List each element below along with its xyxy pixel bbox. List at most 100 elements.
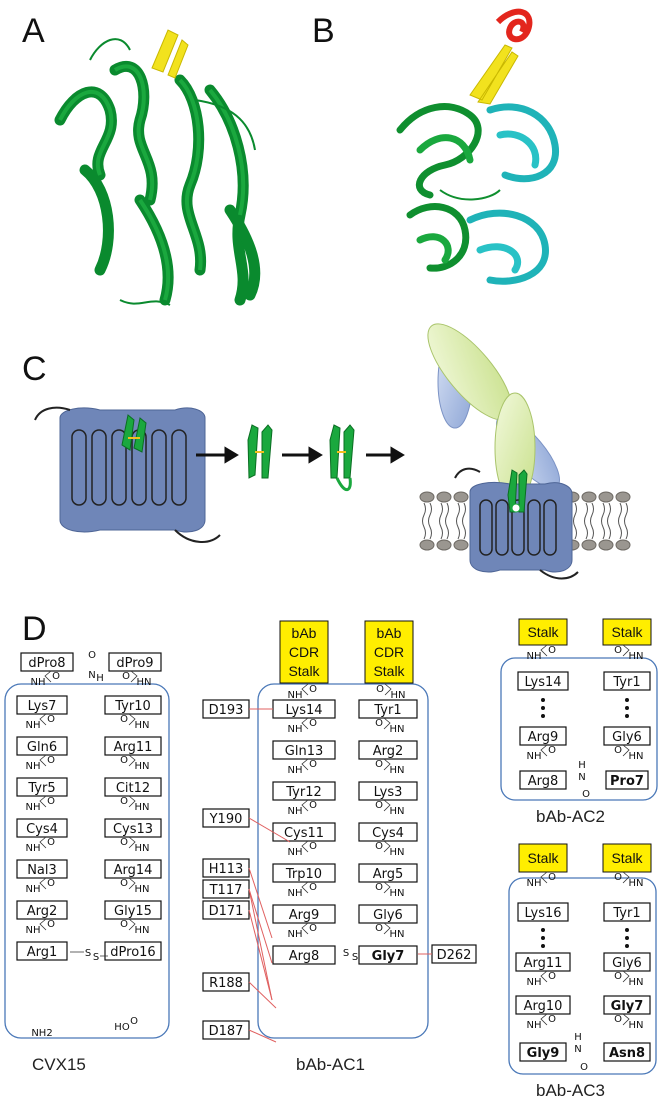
cvx15-res-cys4-box [16, 818, 68, 838]
oxygen-label: O [309, 923, 317, 934]
ac1-res-gly7-box [358, 945, 418, 965]
cdr-stalk-label: bAb [377, 625, 402, 641]
cvx15-res-tyr5-box [16, 777, 68, 797]
disulfide-s1: S [85, 948, 91, 959]
amide-label: NH [527, 878, 542, 889]
contact-line [248, 909, 273, 1001]
amide-h-label: H [574, 1032, 582, 1043]
ac1-res-arg2-box [358, 740, 418, 760]
ac3-res-lys16-box [517, 902, 569, 922]
stalk-box-1 [518, 618, 568, 646]
oxygen-label: O [375, 718, 383, 729]
cvx15-res-arg14-box [104, 859, 162, 879]
oxygen-label: O [47, 714, 55, 725]
amide-label: HN [135, 925, 150, 936]
contact-line [248, 888, 273, 1001]
oxygen-label: O [120, 714, 128, 725]
ac1-res-arg9-box [272, 904, 336, 924]
oxygen-label: O [309, 841, 317, 852]
amide-label: NH [527, 751, 542, 762]
amide-label: NH [26, 843, 41, 854]
cvx15-res-gln6: Gln6 [27, 740, 57, 755]
contact-line [248, 981, 277, 1009]
cvx15-res-tyr10-box [104, 695, 162, 715]
ac2-res-lys14-box [517, 671, 569, 691]
amide-label: NH [527, 651, 542, 662]
ac1-res-gly6: Gly6 [373, 908, 403, 923]
ac1-res-arg2: Arg2 [373, 744, 404, 759]
ac1-contact-d171: D171 [209, 904, 244, 919]
cvx15-res-dpro9: dPro9 [116, 656, 153, 671]
ac2-res-tyr1: Tyr1 [612, 675, 640, 690]
stalk-box-1 [518, 843, 568, 873]
amide-label: NH [527, 1020, 542, 1031]
amide-h-label: H [96, 673, 104, 684]
amide-label: HN [137, 677, 152, 688]
oxygen-label: O [47, 796, 55, 807]
ac1-res-tyr12-box [272, 781, 336, 801]
cvx15-res-gly15-box [104, 900, 162, 920]
ac3-res-tyr1: Tyr1 [612, 906, 640, 921]
ac3-res-arg10-box [515, 995, 571, 1015]
cvx15-res-dpro8: dPro8 [28, 656, 65, 671]
amide-label: NH [288, 888, 303, 899]
oxygen-label: O [548, 872, 556, 883]
oxygen-label: O [548, 1014, 556, 1025]
ac3-res-gly7-box [603, 995, 651, 1015]
oxygen-label: O [309, 718, 317, 729]
amide-label: HN [390, 847, 405, 858]
ac3-res-tyr1-box [603, 902, 651, 922]
oxygen-label: O [582, 789, 590, 800]
cvx15-res-cys13: Cys13 [113, 822, 153, 837]
cvx15-res-gly15: Gly15 [114, 904, 152, 919]
ellipsis-dot [541, 928, 545, 932]
cvx15-res-dpro9-box [108, 652, 162, 672]
ellipsis-dot [625, 706, 629, 710]
cvx15-res-cys13-box [104, 818, 162, 838]
hairpin-peptide-2 [329, 424, 355, 492]
amide-label: NH [288, 690, 303, 701]
oxygen-label: O [120, 796, 128, 807]
oxygen-label: O [614, 872, 622, 883]
cvx15-res-tyr5: Tyr5 [27, 781, 55, 796]
ac3-res-gly7: Gly7 [611, 999, 644, 1014]
oxygen-label: O [614, 745, 622, 756]
panel-label-a: A [22, 12, 45, 50]
cvx15-res-dpro8-box [20, 652, 74, 672]
stalk-box-2 [602, 618, 652, 646]
receptor-right-membrane-protein [454, 467, 579, 580]
oxygen-label: O [120, 755, 128, 766]
ac3-res-arg11: Arg11 [524, 956, 563, 971]
bab-ac3-caption: bAb-AC3 [536, 1081, 605, 1100]
ac1-contact-r188: R188 [209, 976, 243, 991]
oxygen-label: O [120, 837, 128, 848]
oxygen-label: O [376, 684, 384, 695]
amide-label: NH [31, 677, 46, 688]
ac1-res-cys11: Cys11 [284, 826, 324, 841]
ac1-res-cys4: Cys4 [372, 826, 404, 841]
ac3-res-gly9-box [519, 1042, 567, 1062]
amide-label: NH [288, 724, 303, 735]
ac1-res-tyr1-box [358, 699, 418, 719]
disulfide-s2: S [352, 952, 358, 963]
ac2-res-pro7: Pro7 [610, 774, 644, 789]
cvx15-res-cit12: Cit12 [116, 781, 150, 796]
contact-line [248, 867, 273, 939]
ac2-res-gly6: Gly6 [612, 730, 642, 745]
amide-label: HN [391, 690, 406, 701]
oxygen-label: O [47, 755, 55, 766]
oxygen-label: O [309, 800, 317, 811]
amide-label: HN [629, 878, 644, 889]
cvx15-res-arg2-box [16, 900, 68, 920]
ac1-res-cys4-box [358, 822, 418, 842]
stalk-label: Stalk [611, 624, 643, 640]
cvx15-res-gln6-box [16, 736, 68, 756]
amide-label: HN [135, 761, 150, 772]
oxygen-label: O [47, 878, 55, 889]
amide-label: NH [26, 802, 41, 813]
oxygen-label: O [88, 650, 96, 661]
oxygen-label: O [614, 971, 622, 982]
ac1-res-tyr12: Tyr12 [285, 785, 322, 800]
oxygen-label: O [47, 919, 55, 930]
